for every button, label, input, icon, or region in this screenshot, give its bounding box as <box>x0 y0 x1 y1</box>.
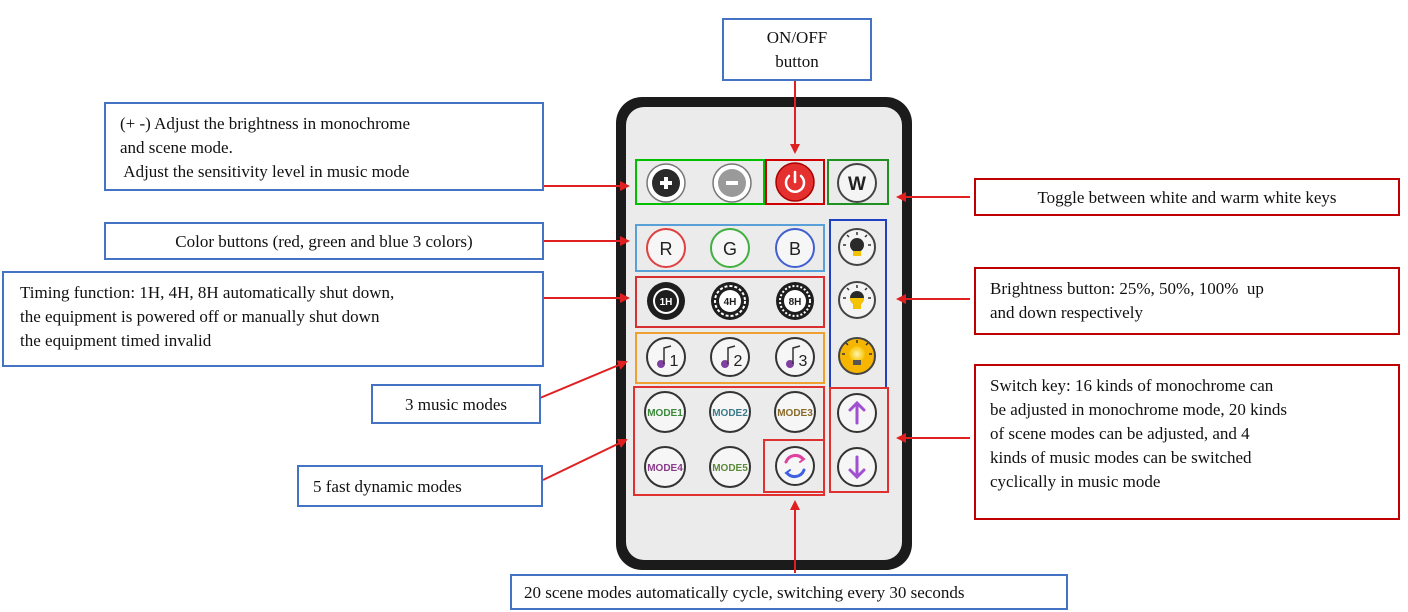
callout-scene-cycle: 20 scene modes automatically cycle, swit… <box>510 574 1068 610</box>
mode-2-label: MODE2 <box>712 408 748 419</box>
updown-group-box <box>829 387 889 493</box>
callout-timing-line3: the equipment timed invalid <box>20 331 212 350</box>
mode-5-label: MODE5 <box>712 463 748 474</box>
callout-fast-dynamic: 5 fast dynamic modes <box>297 465 543 507</box>
music-1-button[interactable]: 1 <box>646 337 686 377</box>
mode-1-label: MODE1 <box>647 408 683 419</box>
arrow-music <box>539 360 628 399</box>
mode-4-label: MODE4 <box>647 463 683 474</box>
timer-group-box <box>635 276 825 328</box>
callout-switch-key-line2: be adjusted in monochrome mode, 20 kinds <box>990 400 1287 419</box>
callout-brightness-button-line1: Brightness button: 25%, 50%, 100% up <box>990 279 1264 298</box>
music-2-button[interactable]: 2 <box>710 337 750 377</box>
up-button[interactable] <box>837 393 877 433</box>
callout-white-toggle: Toggle between white and warm white keys <box>974 178 1400 216</box>
blue-button[interactable]: B <box>775 228 815 268</box>
annotation-arrows <box>539 80 970 573</box>
music-note-icon <box>721 345 736 368</box>
callout-music-modes: 3 music modes <box>371 384 541 424</box>
callout-brightness-adjust-line1: (+ -) Adjust the brightness in monochrom… <box>120 114 411 133</box>
mode-5-button[interactable]: MODE5 <box>709 446 751 488</box>
callout-fast-dynamic-text: 5 fast dynamic modes <box>313 477 462 496</box>
timer-8h-button[interactable]: 8H <box>776 282 814 320</box>
callout-switch-key-line4: kinds of music modes can be switched <box>990 448 1252 467</box>
plus-icon <box>660 177 672 189</box>
minus-button[interactable] <box>712 163 752 203</box>
callout-switch-key-line5: cyclically in music mode <box>990 472 1161 491</box>
callout-timing-line1: Timing function: 1H, 4H, 8H automaticall… <box>20 283 395 302</box>
red-button[interactable]: R <box>646 228 686 268</box>
bulb-medium-icon <box>843 285 871 309</box>
timer-4h-button[interactable]: 4H <box>711 282 749 320</box>
brightness-25-button[interactable] <box>838 228 876 266</box>
bulb-bright-icon <box>842 340 872 365</box>
callout-color-buttons: Color buttons (red, green and blue 3 col… <box>104 222 544 260</box>
music-note-icon <box>786 345 801 368</box>
cycle-group-box <box>763 439 825 493</box>
music-note-icon <box>657 345 672 368</box>
music-3-button[interactable]: 3 <box>775 337 815 377</box>
arrow-modes <box>542 438 628 481</box>
callout-brightness-button-line2: and down respectively <box>990 303 1143 322</box>
white-group-box <box>827 159 889 205</box>
cycle-icon <box>784 454 806 478</box>
power-group-box <box>765 159 825 205</box>
mode-2-button[interactable]: MODE2 <box>709 391 751 433</box>
white-button[interactable]: W <box>837 163 877 203</box>
callout-brightness-adjust-line3: Adjust the sensitivity level in music mo… <box>120 162 410 181</box>
callout-switch-key: Switch key: 16 kinds of monochrome can b… <box>974 364 1400 520</box>
power-icon <box>784 170 806 193</box>
callout-color-buttons-text: Color buttons (red, green and blue 3 col… <box>175 232 473 251</box>
green-button-label: G <box>723 239 737 259</box>
blue-button-label: B <box>789 239 801 259</box>
power-button[interactable] <box>775 162 815 202</box>
callout-onoff: ON/OFF button <box>722 18 872 81</box>
down-button[interactable] <box>837 447 877 487</box>
callout-brightness-adjust: (+ -) Adjust the brightness in monochrom… <box>104 102 544 191</box>
green-button[interactable]: G <box>710 228 750 268</box>
plus-button[interactable] <box>646 163 686 203</box>
timer-1h-label: 1H <box>660 297 673 308</box>
callout-timing: Timing function: 1H, 4H, 8H automaticall… <box>2 271 544 367</box>
music-2-label: 2 <box>734 353 743 370</box>
bulb-dim-icon <box>843 232 871 256</box>
white-button-label: W <box>848 174 866 195</box>
mode-1-button[interactable]: MODE1 <box>644 391 686 433</box>
rgb-group-box <box>635 224 825 272</box>
minus-icon <box>726 181 738 185</box>
timer-8h-label: 8H <box>789 297 802 308</box>
red-button-label: R <box>660 239 673 259</box>
plusminus-group-box <box>635 159 765 205</box>
callout-scene-cycle-text: 20 scene modes automatically cycle, swit… <box>524 583 965 602</box>
brightness-100-button[interactable] <box>838 337 876 375</box>
callout-brightness-button: Brightness button: 25%, 50%, 100% up and… <box>974 267 1400 335</box>
callout-switch-key-line1: Switch key: 16 kinds of monochrome can <box>990 376 1274 395</box>
callout-music-modes-text: 3 music modes <box>405 395 507 414</box>
mode-4-button[interactable]: MODE4 <box>644 446 686 488</box>
music-3-label: 3 <box>799 353 808 370</box>
callout-timing-line2: the equipment is powered off or manually… <box>20 307 380 326</box>
cycle-button[interactable] <box>775 446 815 486</box>
timer-4h-label: 4H <box>724 297 737 308</box>
callout-white-toggle-text: Toggle between white and warm white keys <box>1037 188 1337 207</box>
mode-3-button[interactable]: MODE3 <box>774 391 816 433</box>
callout-onoff-line2: button <box>775 52 819 71</box>
music-group-box <box>635 332 825 384</box>
callout-brightness-adjust-line2: and scene mode. <box>120 138 233 157</box>
timer-1h-button[interactable]: 1H <box>647 282 685 320</box>
music-1-label: 1 <box>670 353 679 370</box>
brightness-50-button[interactable] <box>838 281 876 319</box>
arrow-up-icon <box>848 400 866 425</box>
callout-onoff-line1: ON/OFF <box>766 28 828 47</box>
callout-switch-key-line3: of scene modes can be adjusted, and 4 <box>990 424 1250 443</box>
arrow-down-icon <box>848 455 866 480</box>
mode-3-label: MODE3 <box>777 408 813 419</box>
